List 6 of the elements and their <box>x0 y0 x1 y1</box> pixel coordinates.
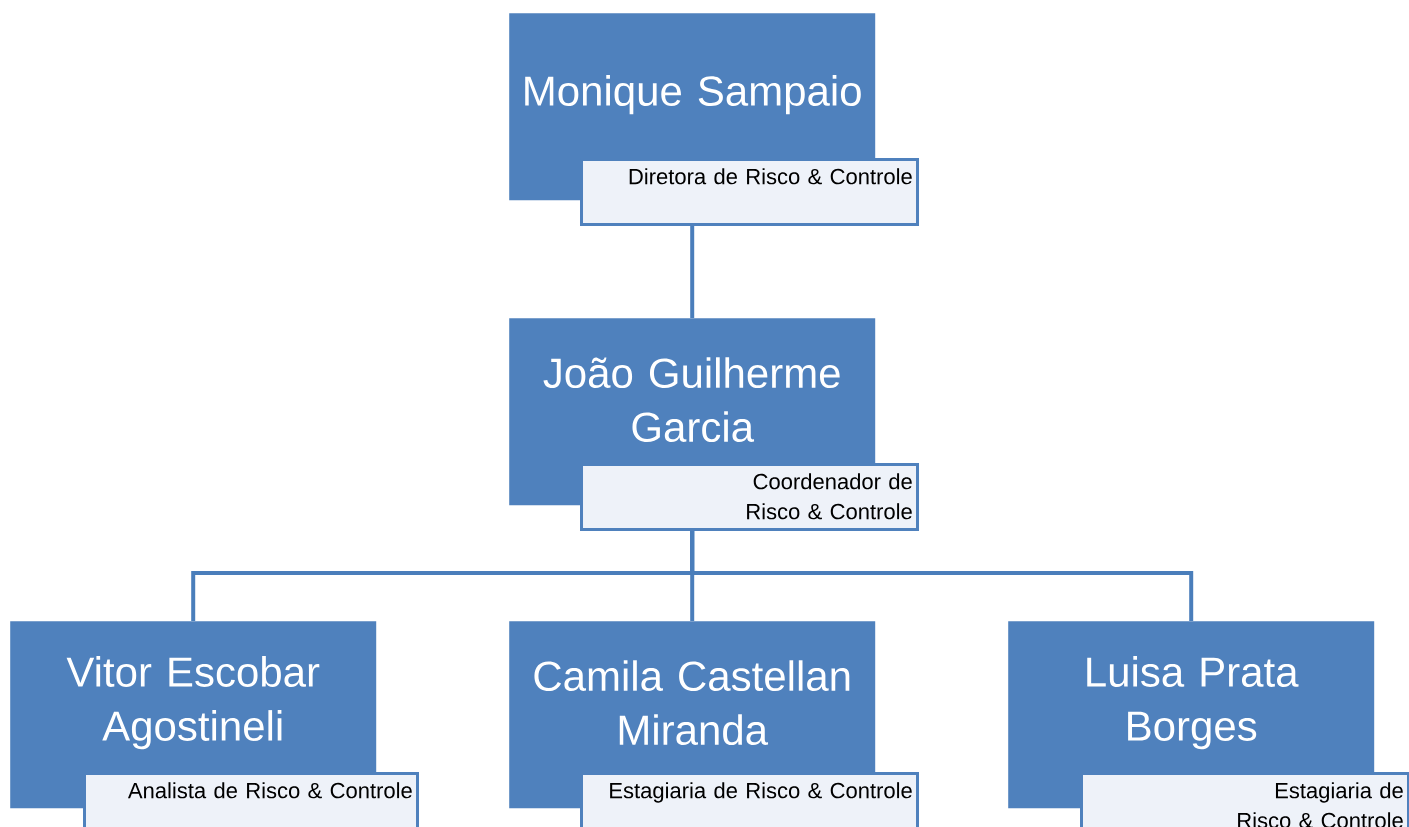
role-box: Diretora de Risco & Controle <box>580 158 919 226</box>
role-box: Coordenador de Risco & Controle <box>580 463 919 531</box>
role-box: Estagiaria de Risco & Controle <box>580 772 919 827</box>
connector-line <box>690 226 695 318</box>
connector-line <box>690 531 1194 621</box>
role-box: Analista de Risco & Controle <box>83 772 419 827</box>
